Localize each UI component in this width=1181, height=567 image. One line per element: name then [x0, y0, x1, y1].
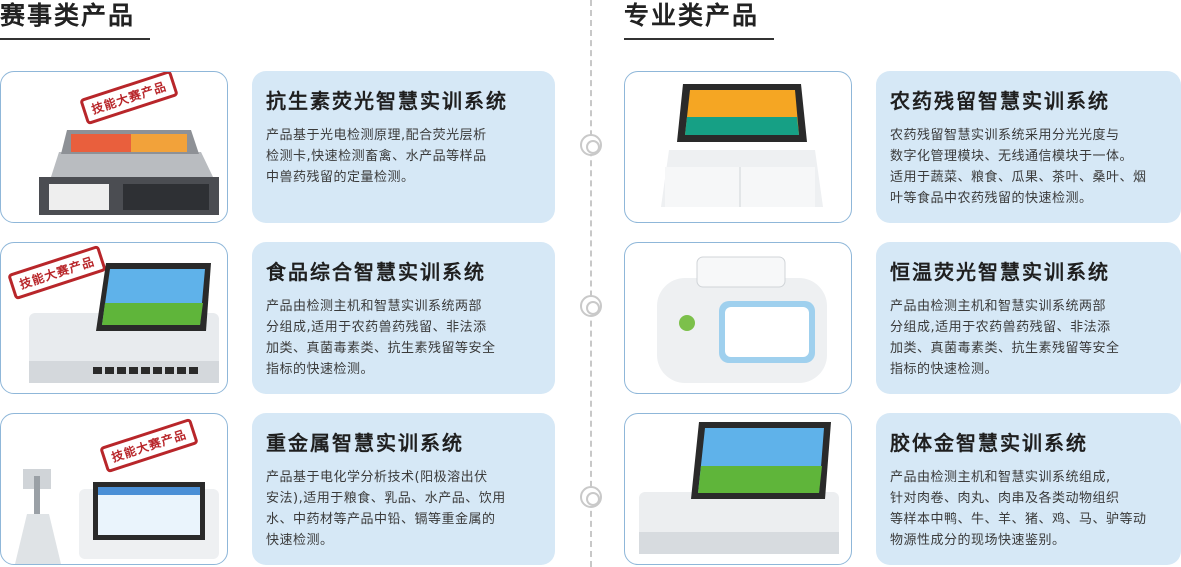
product-title: 农药残留智慧实训系统 [890, 89, 1110, 113]
center-divider [590, 0, 592, 567]
product-title: 恒温荧光智慧实训系统 [890, 260, 1110, 284]
product-card-pesticide: 农药残留智慧实训系统 农药残留智慧实训系统采用分光光度与 数字化管理模块、无线通… [876, 71, 1181, 223]
product-image-food-comprehensive[interactable]: 技能大赛产品 [0, 242, 228, 394]
colloidal-gold-analyzer-image [639, 422, 839, 554]
timeline-node-icon [580, 134, 602, 156]
product-image-thermostatic-fluorescence[interactable] [624, 242, 852, 394]
product-description: 产品基于光电检测原理,配合荧光层析 检测卡,快速检测畜禽、水产品等样品 中兽药残… [266, 128, 487, 185]
product-title: 胶体金智慧实训系统 [890, 431, 1088, 455]
product-image-colloidal-gold[interactable] [624, 413, 852, 565]
food-analyzer-image [29, 263, 219, 383]
product-title: 抗生素荧光智慧实训系统 [266, 89, 508, 113]
product-description: 农药残留智慧实训系统采用分光光度与 数字化管理模块、无线通信模块于一体。 适用于… [890, 128, 1147, 206]
heading-underline [624, 38, 774, 40]
product-card-antibiotic: 抗生素荧光智慧实训系统 产品基于光电检测原理,配合荧光层析 检测卡,快速检测畜禽… [252, 71, 555, 223]
fluorescence-analyzer-image [657, 256, 827, 383]
professional-products-heading: 专业类产品 [624, 1, 760, 30]
timeline-node-icon [580, 295, 602, 317]
product-description: 产品基于电化学分析技术(阳极溶出伏 安法),适用于粮食、乳品、水产品、饮用 水、… [266, 470, 506, 548]
timeline-node-icon [580, 486, 602, 508]
antibiotic-analyzer-image [39, 130, 219, 215]
product-title: 重金属智慧实训系统 [266, 431, 464, 455]
product-image-pesticide[interactable] [624, 71, 852, 223]
product-description: 产品由检测主机和智慧实训系统组成, 针对肉卷、肉丸、肉串及各类动物组织 等样本中… [890, 470, 1147, 548]
heading-underline [0, 38, 150, 40]
product-description: 产品由检测主机和智慧实训系统两部 分组成,适用于农药兽药残留、非法添 加类、真菌… [890, 299, 1120, 377]
competition-products-heading: 赛事类产品 [0, 1, 136, 30]
product-title: 食品综合智慧实训系统 [266, 260, 486, 284]
product-card-thermostatic-fluorescence: 恒温荧光智慧实训系统 产品由检测主机和智慧实训系统两部 分组成,适用于农药兽药残… [876, 242, 1181, 394]
product-description: 产品由检测主机和智慧实训系统两部 分组成,适用于农药兽药残留、非法添 加类、真菌… [266, 299, 496, 377]
product-image-antibiotic[interactable]: 技能大赛产品 [0, 71, 228, 223]
pesticide-analyzer-image [661, 84, 823, 207]
heavy-metal-analyzer-image [15, 469, 219, 564]
product-image-heavy-metal[interactable]: 技能大赛产品 [0, 413, 228, 565]
product-card-colloidal-gold: 胶体金智慧实训系统 产品由检测主机和智慧实训系统组成, 针对肉卷、肉丸、肉串及各… [876, 413, 1181, 565]
product-card-food-comprehensive: 食品综合智慧实训系统 产品由检测主机和智慧实训系统两部 分组成,适用于农药兽药残… [252, 242, 555, 394]
product-card-heavy-metal: 重金属智慧实训系统 产品基于电化学分析技术(阳极溶出伏 安法),适用于粮食、乳品… [252, 413, 555, 565]
